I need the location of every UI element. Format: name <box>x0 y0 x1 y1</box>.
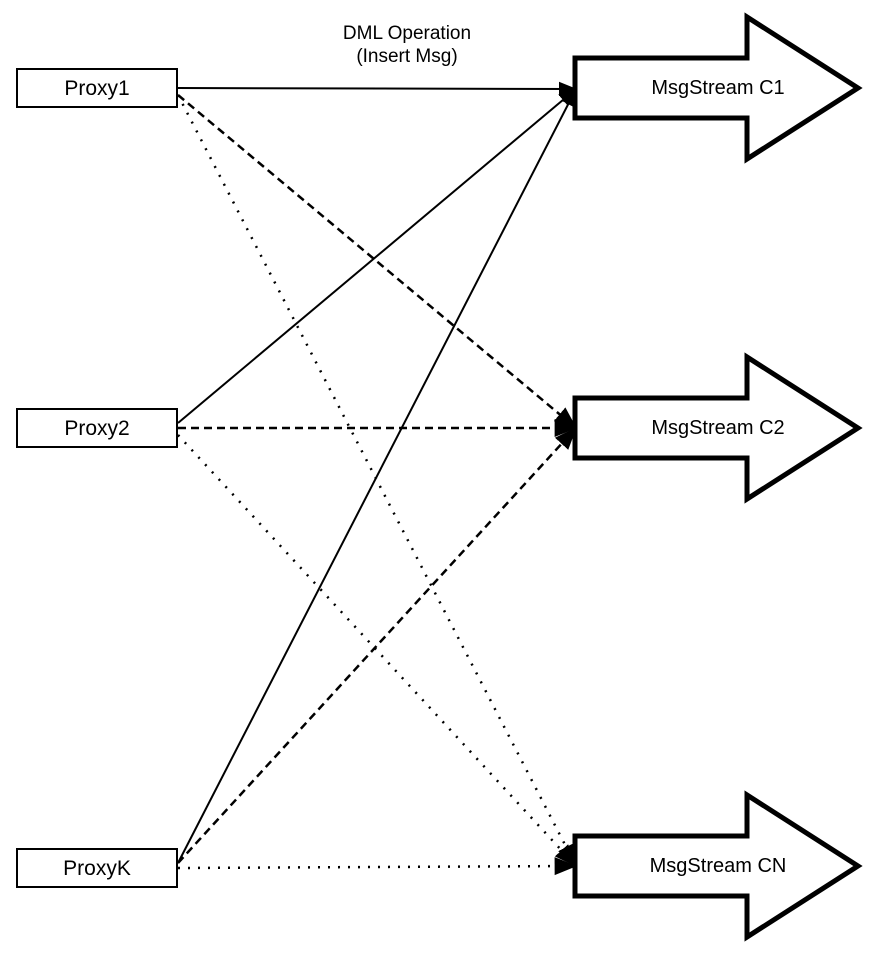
msgstream-c1-arrow-shape <box>572 12 863 164</box>
edge-proxy1-msgstream-c2 <box>177 94 577 429</box>
edge-proxyk-msgstream-c1 <box>177 88 577 864</box>
proxy1-label: Proxy1 <box>64 76 130 100</box>
edge-proxyk-msgstream-cn <box>177 857 578 876</box>
msgstream-cn-label: MsgStream CN <box>649 855 787 877</box>
msgstream-c1-label: MsgStream C1 <box>651 77 785 99</box>
msgstream-cn-arrow-shape <box>572 790 863 942</box>
edge-proxy1-msgstream-c1 <box>177 81 577 97</box>
proxy1-node: Proxy1 <box>16 68 178 108</box>
edge-proxy2-msgstream-c1 <box>177 88 577 424</box>
proxy2-node: Proxy2 <box>16 408 178 448</box>
dml-operation-label-line1: DML Operation <box>342 23 472 44</box>
proxy2-label: Proxy2 <box>64 416 130 440</box>
edges-group <box>176 81 578 876</box>
edge-proxy1-msgstream-cn <box>176 94 578 867</box>
proxyk-node: ProxyK <box>16 848 178 888</box>
proxyk-label: ProxyK <box>63 856 131 880</box>
dml-operation-label: DML Operation (Insert Msg) <box>292 22 522 68</box>
msgstream-c2-arrow-shape <box>572 352 863 504</box>
msgstream-c2-label: MsgStream C2 <box>651 417 785 439</box>
edge-proxy2-msgstream-cn <box>177 434 577 867</box>
edge-proxyk-msgstream-c2 <box>177 427 577 864</box>
dml-operation-label-line2: (Insert Msg) <box>356 46 458 67</box>
